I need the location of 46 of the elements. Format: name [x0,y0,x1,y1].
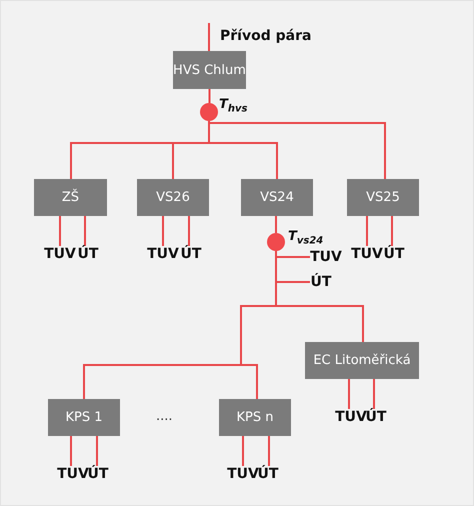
outlet-label: ÚT [77,246,99,264]
temperature-label: T$_{hvs}$ [219,97,248,115]
pipe-line [366,216,368,246]
pipe-line [208,89,210,103]
pipe-line [242,436,244,466]
station-box: VS25 [347,179,419,216]
outlet-label: TUV [44,246,76,264]
pipe-line [373,379,375,409]
temperature-label: T$_{vs24}$ [288,229,324,247]
station-box: EC Litoměřická [305,342,419,379]
outlet-label: ÚT [180,246,202,264]
outlet-label: TUV [310,249,342,267]
outlet-label: ÚT [383,246,405,264]
pipe-line [240,251,277,399]
sensor-point [200,103,218,121]
pipe-line [275,216,277,233]
pipe-line [96,436,98,466]
station-box: KPS n [219,399,291,436]
outlet-label: TUV [227,466,259,484]
pipe-line [268,436,270,466]
pipe-line [188,216,190,246]
outlet-label: TUV [351,246,383,264]
ellipsis-label: .... [156,409,173,424]
outlet-label: TUV [335,409,367,427]
pipe-line [70,436,72,466]
pipe-line [208,120,386,179]
outlet-label: TUV [57,466,89,484]
pipe-line [208,121,278,179]
sensor-point [267,233,285,251]
station-box: VS24 [241,179,313,216]
pipe-line [162,216,164,246]
pipe-line [348,379,350,409]
station-box: VS26 [137,179,209,216]
outlet-label: ÚT [257,466,279,484]
edge-label: Přívod pára [219,28,312,44]
pipe-line [84,216,86,246]
pipe-line [59,216,61,246]
station-box: ZŠ [34,179,107,216]
pipe-line [391,216,393,246]
outlet-label: TUV [147,246,179,264]
outlet-label: ÚT [365,409,387,427]
station-box: HVS Chlum [173,51,246,89]
outlet-label: ÚT [87,466,109,484]
outlet-label: ÚT [310,274,332,292]
pipe-line [208,23,210,51]
station-box: KPS 1 [48,399,120,436]
